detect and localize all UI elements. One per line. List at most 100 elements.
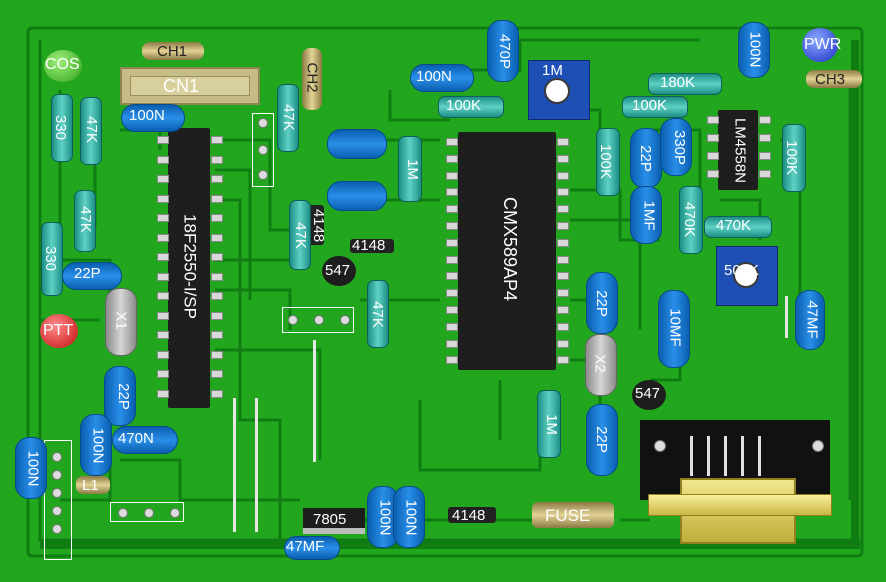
cn1-connector — [120, 67, 260, 105]
opamp-pin — [707, 134, 719, 142]
db9-pin — [724, 436, 727, 476]
modem-pin — [557, 171, 569, 180]
wire-lead-4 — [785, 296, 788, 338]
capacitor-c7-label: 100N — [376, 499, 394, 536]
db9-pin — [758, 436, 761, 476]
header-pin-hole — [52, 488, 62, 498]
resistor-r5 — [277, 84, 299, 152]
modem-pin — [557, 238, 569, 247]
modem-pin — [446, 289, 458, 298]
modem-pin — [446, 356, 458, 365]
resistor-r10 — [438, 96, 504, 118]
resistor-r3 — [74, 190, 96, 252]
pwr-led-label: PWR — [804, 36, 842, 53]
resistor-r2-label: 47K — [82, 116, 100, 143]
modem-pin — [446, 205, 458, 214]
mcu-pin — [211, 311, 223, 320]
capacitor-c6-label: 100N — [24, 450, 42, 487]
resistor-r13-label: 180K — [660, 74, 696, 91]
header-pin-hole — [52, 524, 62, 534]
mcu-pin — [211, 214, 223, 222]
resistor-r9-label: 1M — [542, 414, 560, 435]
cn1-header-slot — [130, 76, 250, 96]
capacitor-c15-label: 1MF — [640, 200, 658, 231]
ch1-inductor — [142, 42, 204, 60]
capacitor-c12 — [586, 404, 618, 476]
capacitor-c4 — [80, 414, 112, 476]
capacitor-c19-label: 100N — [746, 31, 764, 68]
db9-mount-hole-left — [654, 440, 666, 452]
mcu-pin — [157, 389, 169, 398]
fuse-label: FUSE — [545, 506, 591, 525]
modem-pin — [446, 322, 458, 331]
resistor-r15-label: 470K — [716, 217, 752, 234]
capacitor-c20 — [327, 129, 387, 159]
ch2-inductor — [302, 48, 322, 110]
wire-lead-1 — [233, 398, 236, 532]
resistor-r8-label: 1M — [403, 159, 421, 180]
capacitor-c19 — [738, 22, 770, 78]
header-pin-hole — [258, 118, 268, 128]
modem-pin — [446, 154, 458, 163]
resistor-r12-label: 100K — [632, 97, 668, 114]
mcu-pin — [211, 350, 223, 359]
modem-pin — [557, 222, 569, 230]
ch1-label: CH1 — [157, 43, 188, 60]
header-pin-hole — [52, 470, 62, 480]
capacitor-c3-label: 22P — [114, 383, 132, 410]
resistor-r7 — [367, 280, 389, 348]
mcu-pin — [157, 233, 169, 242]
crystal-x1 — [105, 288, 137, 356]
modem-label: CMX589AP4 — [500, 196, 520, 302]
capacitor-c11 — [586, 272, 618, 334]
capacitor-c18 — [795, 290, 825, 350]
diode-d3-label: 4148 — [452, 507, 486, 524]
resistor-r11-label: 100K — [597, 143, 615, 180]
capacitor-c5-label: 470N — [118, 430, 154, 447]
inductor-l1-label: L1 — [82, 477, 99, 494]
modem-pin — [446, 339, 458, 348]
capacitor-c21 — [327, 181, 387, 211]
header-pin-hole — [52, 452, 62, 462]
mcu-pin — [211, 389, 223, 398]
header-pin-hole — [170, 508, 180, 518]
header-jumper-1 — [252, 113, 274, 187]
modem-pin — [446, 272, 458, 281]
cos-led-label: COS — [45, 56, 80, 73]
capacitor-c3 — [104, 366, 136, 426]
resistor-r14 — [679, 186, 703, 254]
mcu-pin — [157, 370, 169, 378]
resistor-r7-label: 47K — [368, 301, 386, 328]
modem-pin — [446, 222, 458, 230]
capacitor-c17 — [284, 536, 340, 560]
mcu-pin — [211, 272, 223, 281]
resistor-r3-label: 47K — [76, 206, 94, 233]
capacitor-c14-label: 330P — [671, 129, 689, 166]
capacitor-c6 — [15, 437, 47, 499]
transistor-q2-label: 547 — [635, 385, 661, 402]
header-pin-hole — [258, 145, 268, 155]
trimpot-1m-knob — [544, 78, 570, 104]
db9-pin — [707, 436, 710, 476]
trimpot-1m-label: 1M — [542, 62, 563, 79]
capacitor-c14 — [660, 118, 692, 176]
diode-d2-label: 4148 — [352, 237, 386, 254]
mcu-pin — [157, 194, 169, 203]
resistor-r15 — [704, 216, 772, 238]
resistor-r9 — [537, 390, 561, 458]
mcu-pin — [211, 136, 223, 144]
header-pin-hole — [340, 315, 350, 325]
db9-flange — [648, 494, 832, 516]
db9-pin — [741, 436, 744, 476]
ptt-led — [40, 314, 78, 348]
capacitor-c1-label: 100N — [129, 107, 165, 124]
resistor-r10-label: 100K — [446, 97, 482, 114]
modem-pin — [557, 272, 569, 281]
resistor-r6 — [289, 200, 311, 270]
modem-pin — [557, 188, 569, 197]
modem-pin — [446, 188, 458, 197]
opamp-pin — [707, 152, 719, 160]
resistor-r5-label: 47K — [279, 104, 297, 131]
mcu-pin — [211, 233, 223, 242]
resistor-r1 — [51, 94, 73, 162]
